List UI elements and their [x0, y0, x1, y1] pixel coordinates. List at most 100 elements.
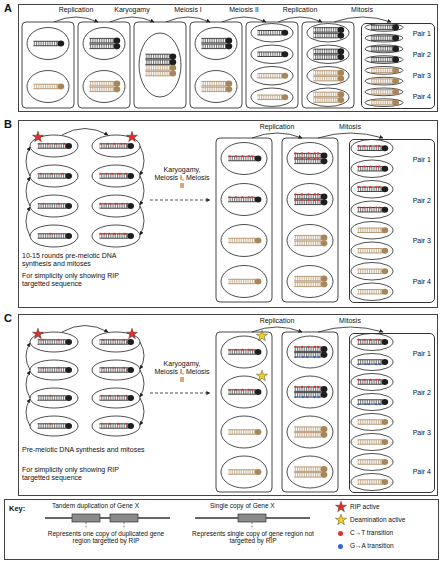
- process-arrow: [26, 147, 30, 176]
- legend-text: Tandem duplication of Gene X: [52, 502, 139, 509]
- cell-outline: [30, 195, 78, 217]
- dna-ladder: [201, 44, 226, 49]
- dna-strand: [357, 419, 382, 420]
- stage-box: [22, 22, 74, 108]
- ct-dot: [363, 145, 365, 147]
- legend-text: RIP active: [350, 503, 380, 510]
- process-arrow: [278, 17, 322, 22]
- ct-dot: [241, 349, 243, 351]
- cell-outline: [351, 354, 393, 371]
- chromosome-end: [169, 53, 176, 59]
- dna-ladder: [357, 249, 382, 254]
- ct-dot: [123, 339, 125, 341]
- chromosome-end: [225, 38, 232, 44]
- dna-ladder: [371, 36, 394, 41]
- dna-strand: [228, 429, 256, 430]
- dna-strand: [313, 70, 338, 71]
- cell: [30, 388, 78, 408]
- dna-ladder: [38, 340, 67, 345]
- dna-ladder: [294, 427, 322, 432]
- dna-ladder: [33, 84, 58, 89]
- pair-label: Pair 1: [413, 156, 431, 164]
- panel-letter: A: [4, 2, 12, 15]
- chromosome-end: [337, 33, 344, 39]
- note-text: Karyogamy, Meiosis I, Meiosis II: [153, 166, 211, 190]
- dna-strand: [89, 48, 114, 49]
- cell: [351, 201, 393, 219]
- cell: [251, 24, 293, 43]
- step-label: Replication: [59, 6, 94, 14]
- dna-strand: [201, 81, 226, 82]
- dna-strand: [357, 289, 382, 290]
- dna-strand: [294, 357, 322, 358]
- cell-outline: [351, 140, 393, 158]
- chromosome-end: [392, 46, 399, 52]
- legend-text: Represents single copy of gene region no…: [192, 530, 314, 544]
- leader-line: [252, 522, 253, 528]
- dna-strand: [371, 100, 394, 101]
- ct-dot: [317, 386, 319, 388]
- dna-strand: [38, 173, 67, 174]
- ct-dot: [363, 165, 365, 167]
- dna-ladder: [100, 396, 129, 401]
- chromosome-end: [255, 349, 262, 355]
- dna-strand: [201, 44, 226, 45]
- ct-dot: [307, 158, 309, 160]
- cell-outline: [27, 28, 69, 60]
- dna-strand: [294, 466, 322, 467]
- ct-dot: [307, 346, 309, 348]
- dna-ladder: [38, 368, 67, 373]
- cell: [221, 336, 267, 368]
- ct-dot: [358, 206, 360, 208]
- dna-ladder: [38, 144, 67, 149]
- dna-strand: [357, 269, 382, 270]
- ct-dot: [317, 152, 319, 154]
- dna-strand: [357, 191, 382, 192]
- dna-strand: [257, 95, 282, 96]
- dna-strand: [228, 279, 256, 280]
- cell: [92, 360, 140, 380]
- dna-ladder: [257, 52, 282, 57]
- cell-outline: [287, 416, 333, 448]
- ct-dot: [109, 423, 111, 425]
- process-arrow: [26, 207, 30, 236]
- dna-strand: [371, 104, 394, 105]
- ga-dot: [306, 396, 308, 398]
- chromosome-end: [321, 281, 328, 287]
- ct-dot: [307, 199, 309, 201]
- ga-dot: [317, 396, 319, 398]
- ct-dot: [251, 389, 253, 391]
- process-arrow: [334, 17, 391, 22]
- chromosome-end: [225, 81, 232, 87]
- ct-dot: [369, 186, 371, 188]
- dna-strand: [357, 399, 382, 400]
- dna-strand: [294, 391, 322, 392]
- chromosome-end: [255, 389, 262, 395]
- ct-dot: [301, 199, 303, 201]
- cell: [92, 225, 140, 247]
- ct-dot: [58, 339, 60, 341]
- dna-strand: [313, 32, 338, 33]
- cell-outline: [221, 184, 267, 216]
- dna-strand: [294, 426, 322, 427]
- dna-strand: [371, 83, 394, 84]
- chromosome-end: [381, 186, 388, 192]
- dna-ladder: [294, 473, 322, 478]
- dna-ladder: [357, 480, 382, 485]
- ga-dot: [379, 403, 381, 405]
- process-arrow: [26, 399, 30, 426]
- chromosome-end: [337, 54, 344, 60]
- cell: [30, 416, 78, 436]
- dna-strand: [371, 68, 394, 69]
- cell: [307, 45, 349, 64]
- ct-dot: [378, 145, 380, 147]
- chromosome-end: [381, 248, 388, 254]
- note-text: For simplicity only showing RIP targette…: [22, 272, 147, 288]
- ct-dot: [248, 155, 250, 157]
- ct-dot: [358, 186, 360, 188]
- cell-outline: [251, 45, 293, 64]
- chromosome-end: [337, 91, 344, 97]
- chromosome-end: [321, 346, 328, 352]
- ct-dot: [369, 339, 371, 341]
